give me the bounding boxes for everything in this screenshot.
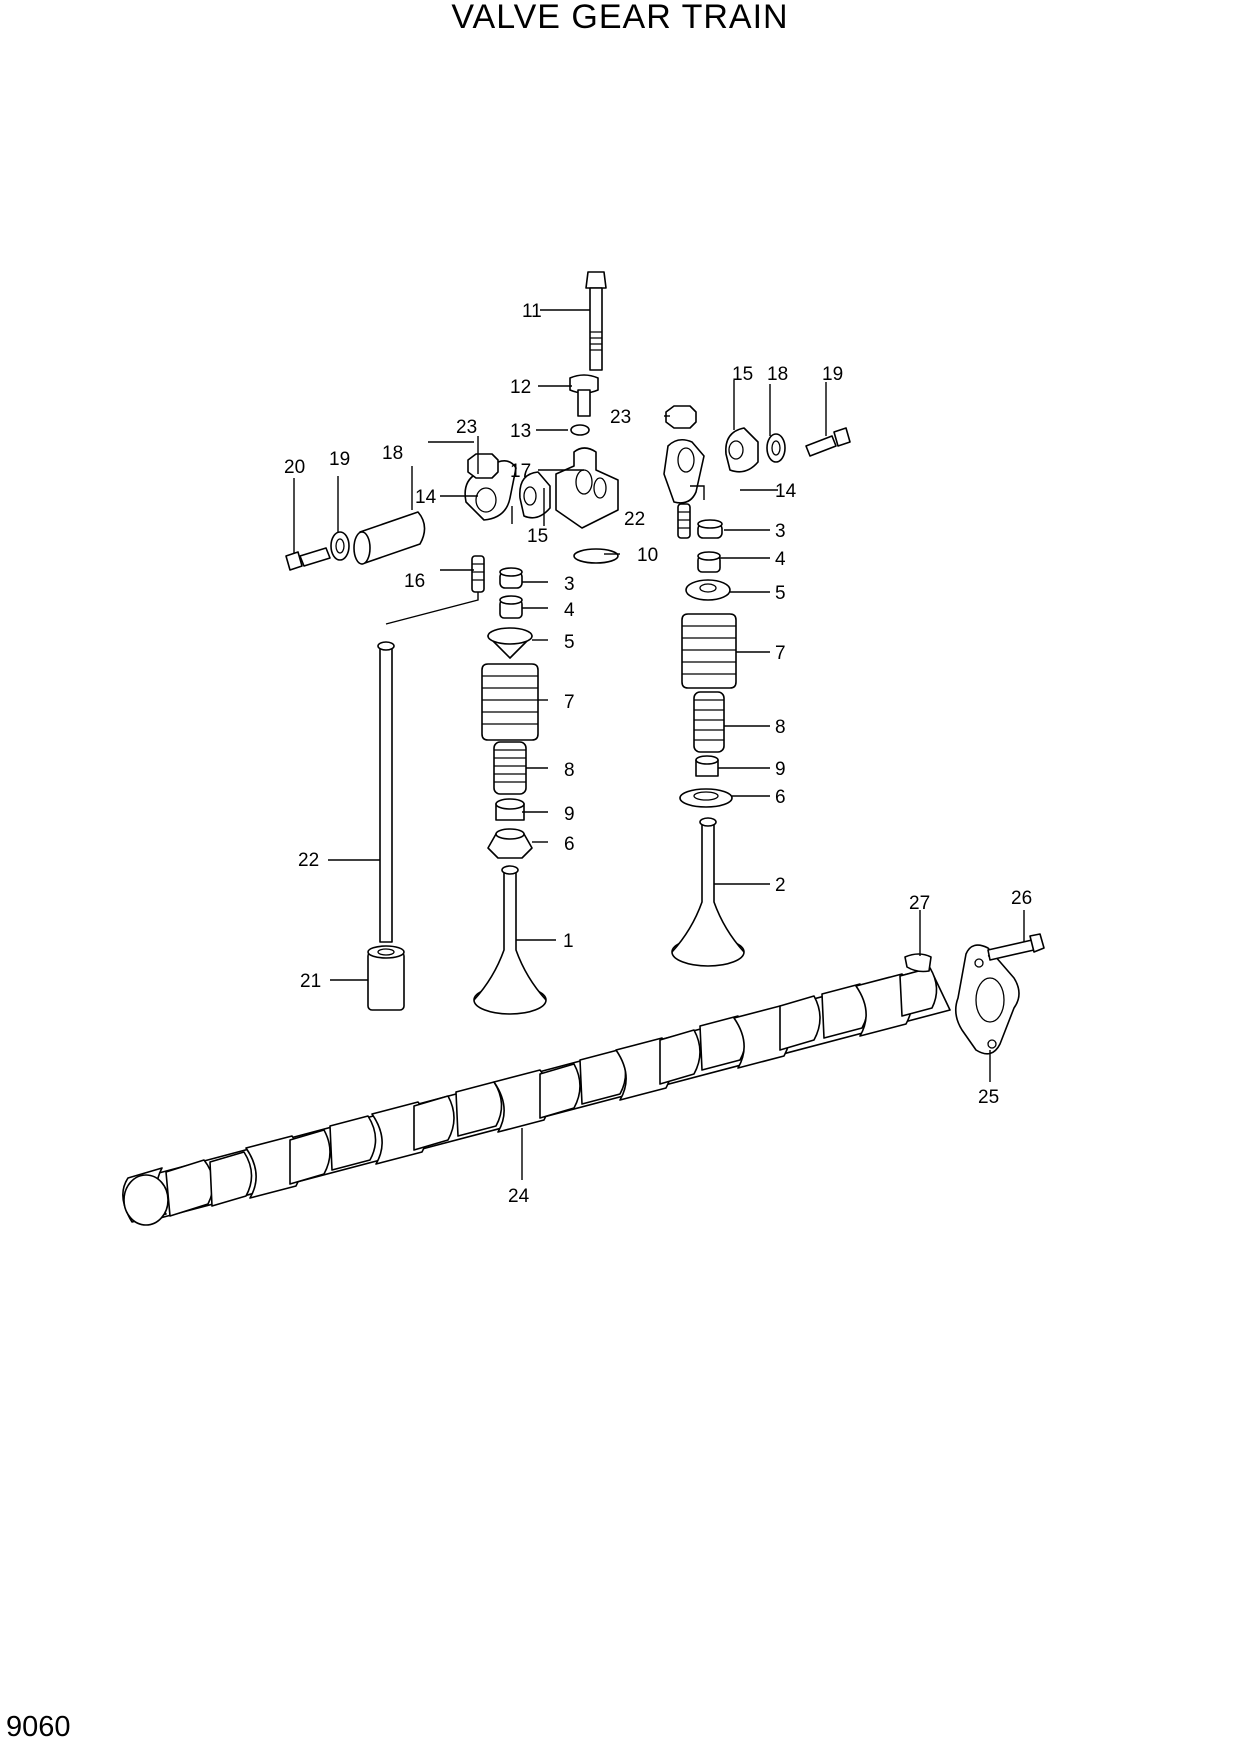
callout-10: 10 bbox=[637, 545, 658, 566]
callout-4-right: 4 bbox=[775, 549, 786, 570]
callout-22-right: 22 bbox=[624, 509, 645, 530]
valve-part-1 bbox=[473, 865, 547, 1015]
spring-washer-part-right bbox=[805, 427, 851, 457]
callout-5-right: 5 bbox=[775, 583, 786, 604]
page-title: VALVE GEAR TRAIN bbox=[451, 0, 789, 36]
callout-6-right: 6 bbox=[775, 787, 786, 808]
callout-18-right: 18 bbox=[767, 364, 788, 385]
callout-15-left: 15 bbox=[527, 526, 548, 547]
rocker-arm-part-right bbox=[663, 438, 705, 504]
camshaft-lobes bbox=[122, 967, 938, 1226]
callout-8-right: 8 bbox=[775, 717, 786, 738]
callout-15-right: 15 bbox=[732, 364, 753, 385]
bushing-part-left bbox=[519, 471, 551, 519]
spring-washer-part-left bbox=[330, 531, 350, 561]
callout-14-right: 14 bbox=[775, 481, 797, 502]
thrust-plate-part bbox=[954, 944, 1020, 1055]
spring-retainer-part-right bbox=[685, 579, 731, 601]
outer-spring-part-left bbox=[481, 663, 539, 741]
callout-16: 16 bbox=[404, 571, 425, 592]
callout-9-right: 9 bbox=[775, 759, 786, 780]
o-ring-part bbox=[573, 548, 619, 564]
callout-25: 25 bbox=[978, 1087, 999, 1108]
spring-seat-washer-part-right bbox=[679, 788, 733, 808]
rocker-shaft-part-right bbox=[766, 433, 786, 463]
nut-part-left bbox=[467, 453, 499, 479]
callout-23-right: 23 bbox=[610, 407, 631, 428]
callout-14-left: 14 bbox=[415, 487, 437, 508]
rocker-bracket-part bbox=[555, 447, 619, 529]
valve-cotter-part-left bbox=[499, 595, 523, 619]
callout-23-left: 23 bbox=[456, 417, 477, 438]
long-bolt-part bbox=[585, 271, 607, 371]
washer-part-13 bbox=[570, 424, 590, 436]
callout-7-right: 7 bbox=[775, 643, 786, 664]
adjust-screw-part-left bbox=[471, 555, 485, 593]
callout-17: 17 bbox=[510, 461, 531, 482]
callout-4-left: 4 bbox=[564, 600, 575, 621]
outer-spring-part-right bbox=[681, 613, 737, 689]
short-bolt-part bbox=[569, 374, 599, 417]
callout-24: 24 bbox=[508, 1186, 530, 1207]
callout-3-right: 3 bbox=[775, 521, 786, 542]
nut-part-right bbox=[665, 405, 697, 429]
valve-stem-seal-part-left bbox=[487, 828, 533, 859]
callout-19-left: 19 bbox=[329, 449, 350, 470]
valve-cap-part-left bbox=[499, 567, 523, 589]
callout-5-left: 5 bbox=[564, 632, 575, 653]
callout-19-right: 19 bbox=[822, 364, 843, 385]
callout-labels: 1 2 3 3 4 4 5 5 6 6 7 7 8 8 9 9 10 11 12… bbox=[284, 301, 1032, 1207]
callout-13: 13 bbox=[510, 421, 531, 442]
hex-bolt-part-26 bbox=[987, 933, 1045, 961]
tappet-part bbox=[367, 945, 405, 1011]
callout-18-left: 18 bbox=[382, 443, 403, 464]
camshaft-part bbox=[122, 967, 951, 1226]
callout-7-left: 7 bbox=[564, 692, 575, 713]
bolt-part-20 bbox=[285, 547, 331, 571]
adjust-screw-part-right bbox=[677, 503, 691, 539]
spring-retainer-part-left bbox=[487, 627, 533, 659]
callout-12: 12 bbox=[510, 377, 531, 398]
woodruff-key-part bbox=[904, 953, 932, 973]
callout-26: 26 bbox=[1011, 888, 1032, 909]
inner-spring-part-left bbox=[493, 741, 527, 795]
push-rod-part bbox=[377, 641, 395, 943]
valve-stem-seal-part-right bbox=[695, 755, 719, 777]
callout-21: 21 bbox=[300, 971, 321, 992]
callout-9-left: 9 bbox=[564, 804, 575, 825]
leader-lines bbox=[293, 309, 1025, 1180]
callout-1: 1 bbox=[563, 931, 574, 952]
valve-cotter-part-right bbox=[697, 551, 721, 573]
callout-6-left: 6 bbox=[564, 834, 575, 855]
valve-cap-part-right bbox=[697, 519, 723, 539]
inner-spring-part-right bbox=[693, 691, 725, 753]
bushing-part-right bbox=[725, 427, 759, 473]
callout-2: 2 bbox=[775, 875, 786, 896]
callout-20: 20 bbox=[284, 457, 305, 478]
callout-8-left: 8 bbox=[564, 760, 575, 781]
callout-11: 11 bbox=[522, 301, 542, 322]
callout-3-left: 3 bbox=[564, 574, 575, 595]
page-code: 9060 bbox=[6, 1711, 71, 1743]
rocker-shaft-part-left bbox=[353, 511, 426, 565]
callout-27: 27 bbox=[909, 893, 930, 914]
spring-seat-part-left bbox=[495, 798, 525, 821]
callout-22-left: 22 bbox=[298, 850, 319, 871]
valve-part-2 bbox=[671, 817, 745, 967]
